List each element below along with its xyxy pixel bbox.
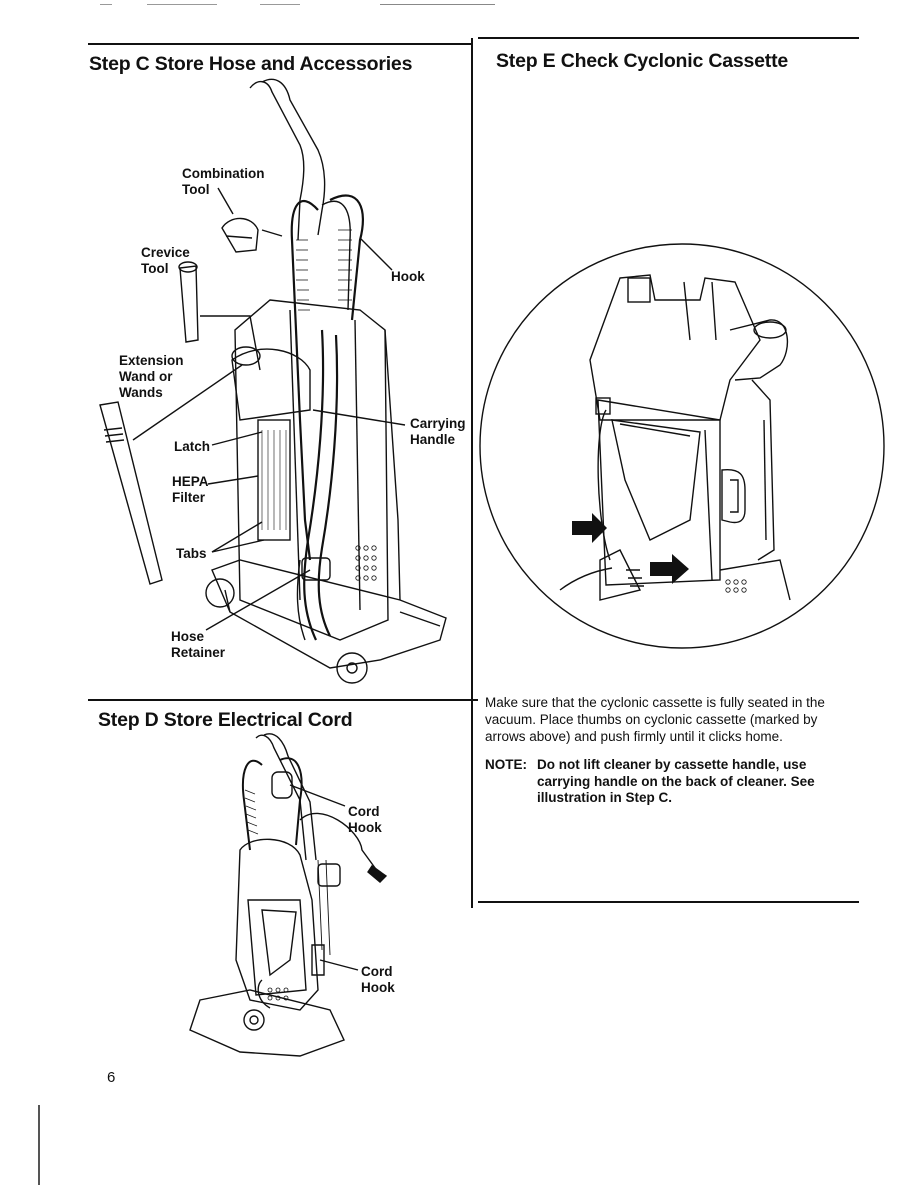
step-d-rule — [88, 699, 478, 701]
step-e-note: NOTE: Do not lift cleaner by cassette ha… — [485, 757, 857, 807]
step-d-heading: Step D Store Electrical Cord — [98, 709, 353, 731]
arrow-icon — [650, 554, 689, 584]
latch-label: Latch — [174, 439, 211, 454]
top-scan-mark — [147, 4, 217, 5]
step-c-heading: Step C Store Hose and Accessories — [89, 53, 413, 75]
top-rule-left — [88, 43, 471, 45]
top-scan-mark — [100, 4, 112, 5]
top-scan-mark — [260, 4, 300, 5]
top-rule-right — [478, 37, 859, 39]
page-number: 6 — [107, 1069, 116, 1086]
step-e-heading: Step E Check Cyclonic Cassette — [496, 50, 789, 72]
note-text: Do not lift cleaner by cassette handle, … — [537, 757, 815, 805]
tabs-label: Tabs — [176, 546, 207, 561]
step-e-instructions: Make sure that the cyclonic cassette is … — [485, 695, 825, 744]
bottom-rule-right — [478, 901, 859, 903]
hook-label: Hook — [391, 269, 425, 284]
arrow-icon — [572, 513, 607, 543]
top-scan-mark — [380, 4, 495, 5]
note-label: NOTE: — [485, 757, 527, 772]
left-edge-scan — [38, 1105, 40, 1185]
column-divider — [471, 38, 473, 908]
